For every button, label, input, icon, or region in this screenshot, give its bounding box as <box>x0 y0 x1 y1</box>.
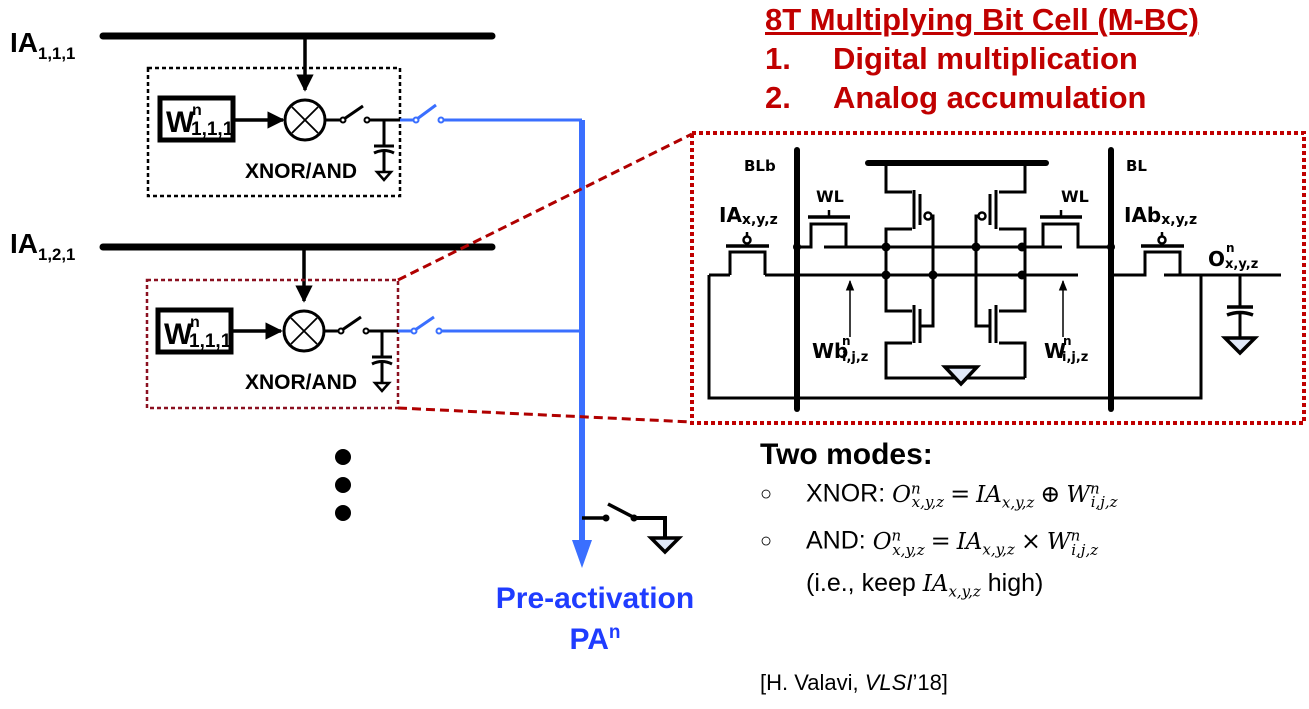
weight-row2-sup: n <box>190 314 200 331</box>
citation: [H. Valavi, VLSI’18] <box>760 670 948 695</box>
out-ground-icon <box>1220 336 1260 356</box>
and-equation: Onx,y,z=IAx,y,z×Wni,j,z <box>872 526 1099 559</box>
callout-line-bottom <box>397 406 693 424</box>
pre-activation-label: Pre-activation PAn <box>440 582 750 657</box>
bullet-icon: ○ <box>760 529 773 552</box>
capacitor-row2-icon <box>371 331 393 393</box>
wb-node-sup: n <box>842 334 851 348</box>
reset-switch-icon <box>582 502 684 555</box>
and-mode-note: (i.e., keep IAx,y,z high) <box>806 568 1044 601</box>
blb-label: BLb <box>744 157 776 175</box>
mode-xnor: ○XNOR: Onx,y,z=IAx,y,z⊕Wni,j,z <box>760 479 1118 512</box>
array-row-1: IA1,1,1 W n 1,1,1 XNOR/AND <box>10 27 496 198</box>
heading-title: 8T Multiplying Bit Cell (M-BC) <box>765 2 1199 37</box>
weight-row2-label: W <box>164 318 193 351</box>
ia-row1-label: IA1,1,1 <box>10 27 75 63</box>
xnor-equation: Onx,y,z=IAx,y,z⊕Wni,j,z <box>892 479 1118 512</box>
out-node-label: O <box>1208 247 1225 271</box>
array-row-2: IA1,2,1 W n 1,1,1 XNOR/AND <box>10 228 582 410</box>
bl-label: BL <box>1126 157 1147 175</box>
wl-right-label: WL <box>1061 187 1089 206</box>
pa-symbol: PAn <box>569 622 621 656</box>
weight-row1-box <box>157 95 236 143</box>
out-node-sup: n <box>1226 241 1235 255</box>
heading-item-1: 1.Digital multiplication <box>765 41 1138 76</box>
cell-row1-box <box>146 66 402 198</box>
wb-node-label: Wb <box>812 339 848 363</box>
w-node-label: W <box>1044 339 1066 363</box>
weight-row1-label: W <box>166 106 195 139</box>
iab-input-label: IAbx,y,z <box>1124 203 1197 228</box>
wb-node-sub: i,j,z <box>842 350 868 365</box>
cell-row2-box <box>145 278 400 410</box>
weight-row2-sub: 1,1,1 <box>189 331 232 352</box>
switch-row2-local-icon <box>337 315 370 335</box>
w-node-sub: i,j,z <box>1062 350 1088 365</box>
switch-row1-column-icon <box>400 103 462 124</box>
cell-ground-icon <box>940 365 982 387</box>
weight-row1-sub: 1,1,1 <box>191 119 234 140</box>
heading-item-2: 2.Analog accumulation <box>765 80 1147 115</box>
gate-row2-label: XNOR/AND <box>245 371 357 394</box>
ellipsis-icon <box>335 449 351 521</box>
heading-block: 8T Multiplying Bit Cell (M-BC) 1.Digital… <box>765 0 1199 113</box>
ia-input-label: IAx,y,z <box>719 203 778 228</box>
w-node-sup: n <box>1063 334 1072 348</box>
modes-heading: Two modes: <box>760 438 933 471</box>
modes-block: Two modes: ○XNOR: Onx,y,z=IAx,y,z⊕Wni,j,… <box>760 438 1118 608</box>
bitcell-schematic <box>707 147 1281 412</box>
callout-line-top <box>397 132 693 282</box>
bullet-icon: ○ <box>760 482 773 505</box>
capacitor-row1-icon <box>373 120 395 182</box>
weight-row1-sup: n <box>192 102 202 119</box>
ia-row2-label: IA1,2,1 <box>10 228 75 264</box>
gate-row1-label: XNOR/AND <box>245 160 357 183</box>
wl-left-label: WL <box>816 187 844 206</box>
switch-row2-column-icon <box>398 315 582 335</box>
mode-and: ○AND: Onx,y,z=IAx,y,z×Wni,j,z <box>760 526 1099 559</box>
out-node-sub: x,y,z <box>1225 257 1258 272</box>
switch-row1-local-icon <box>339 104 371 124</box>
bus-arrow-icon <box>572 540 592 568</box>
